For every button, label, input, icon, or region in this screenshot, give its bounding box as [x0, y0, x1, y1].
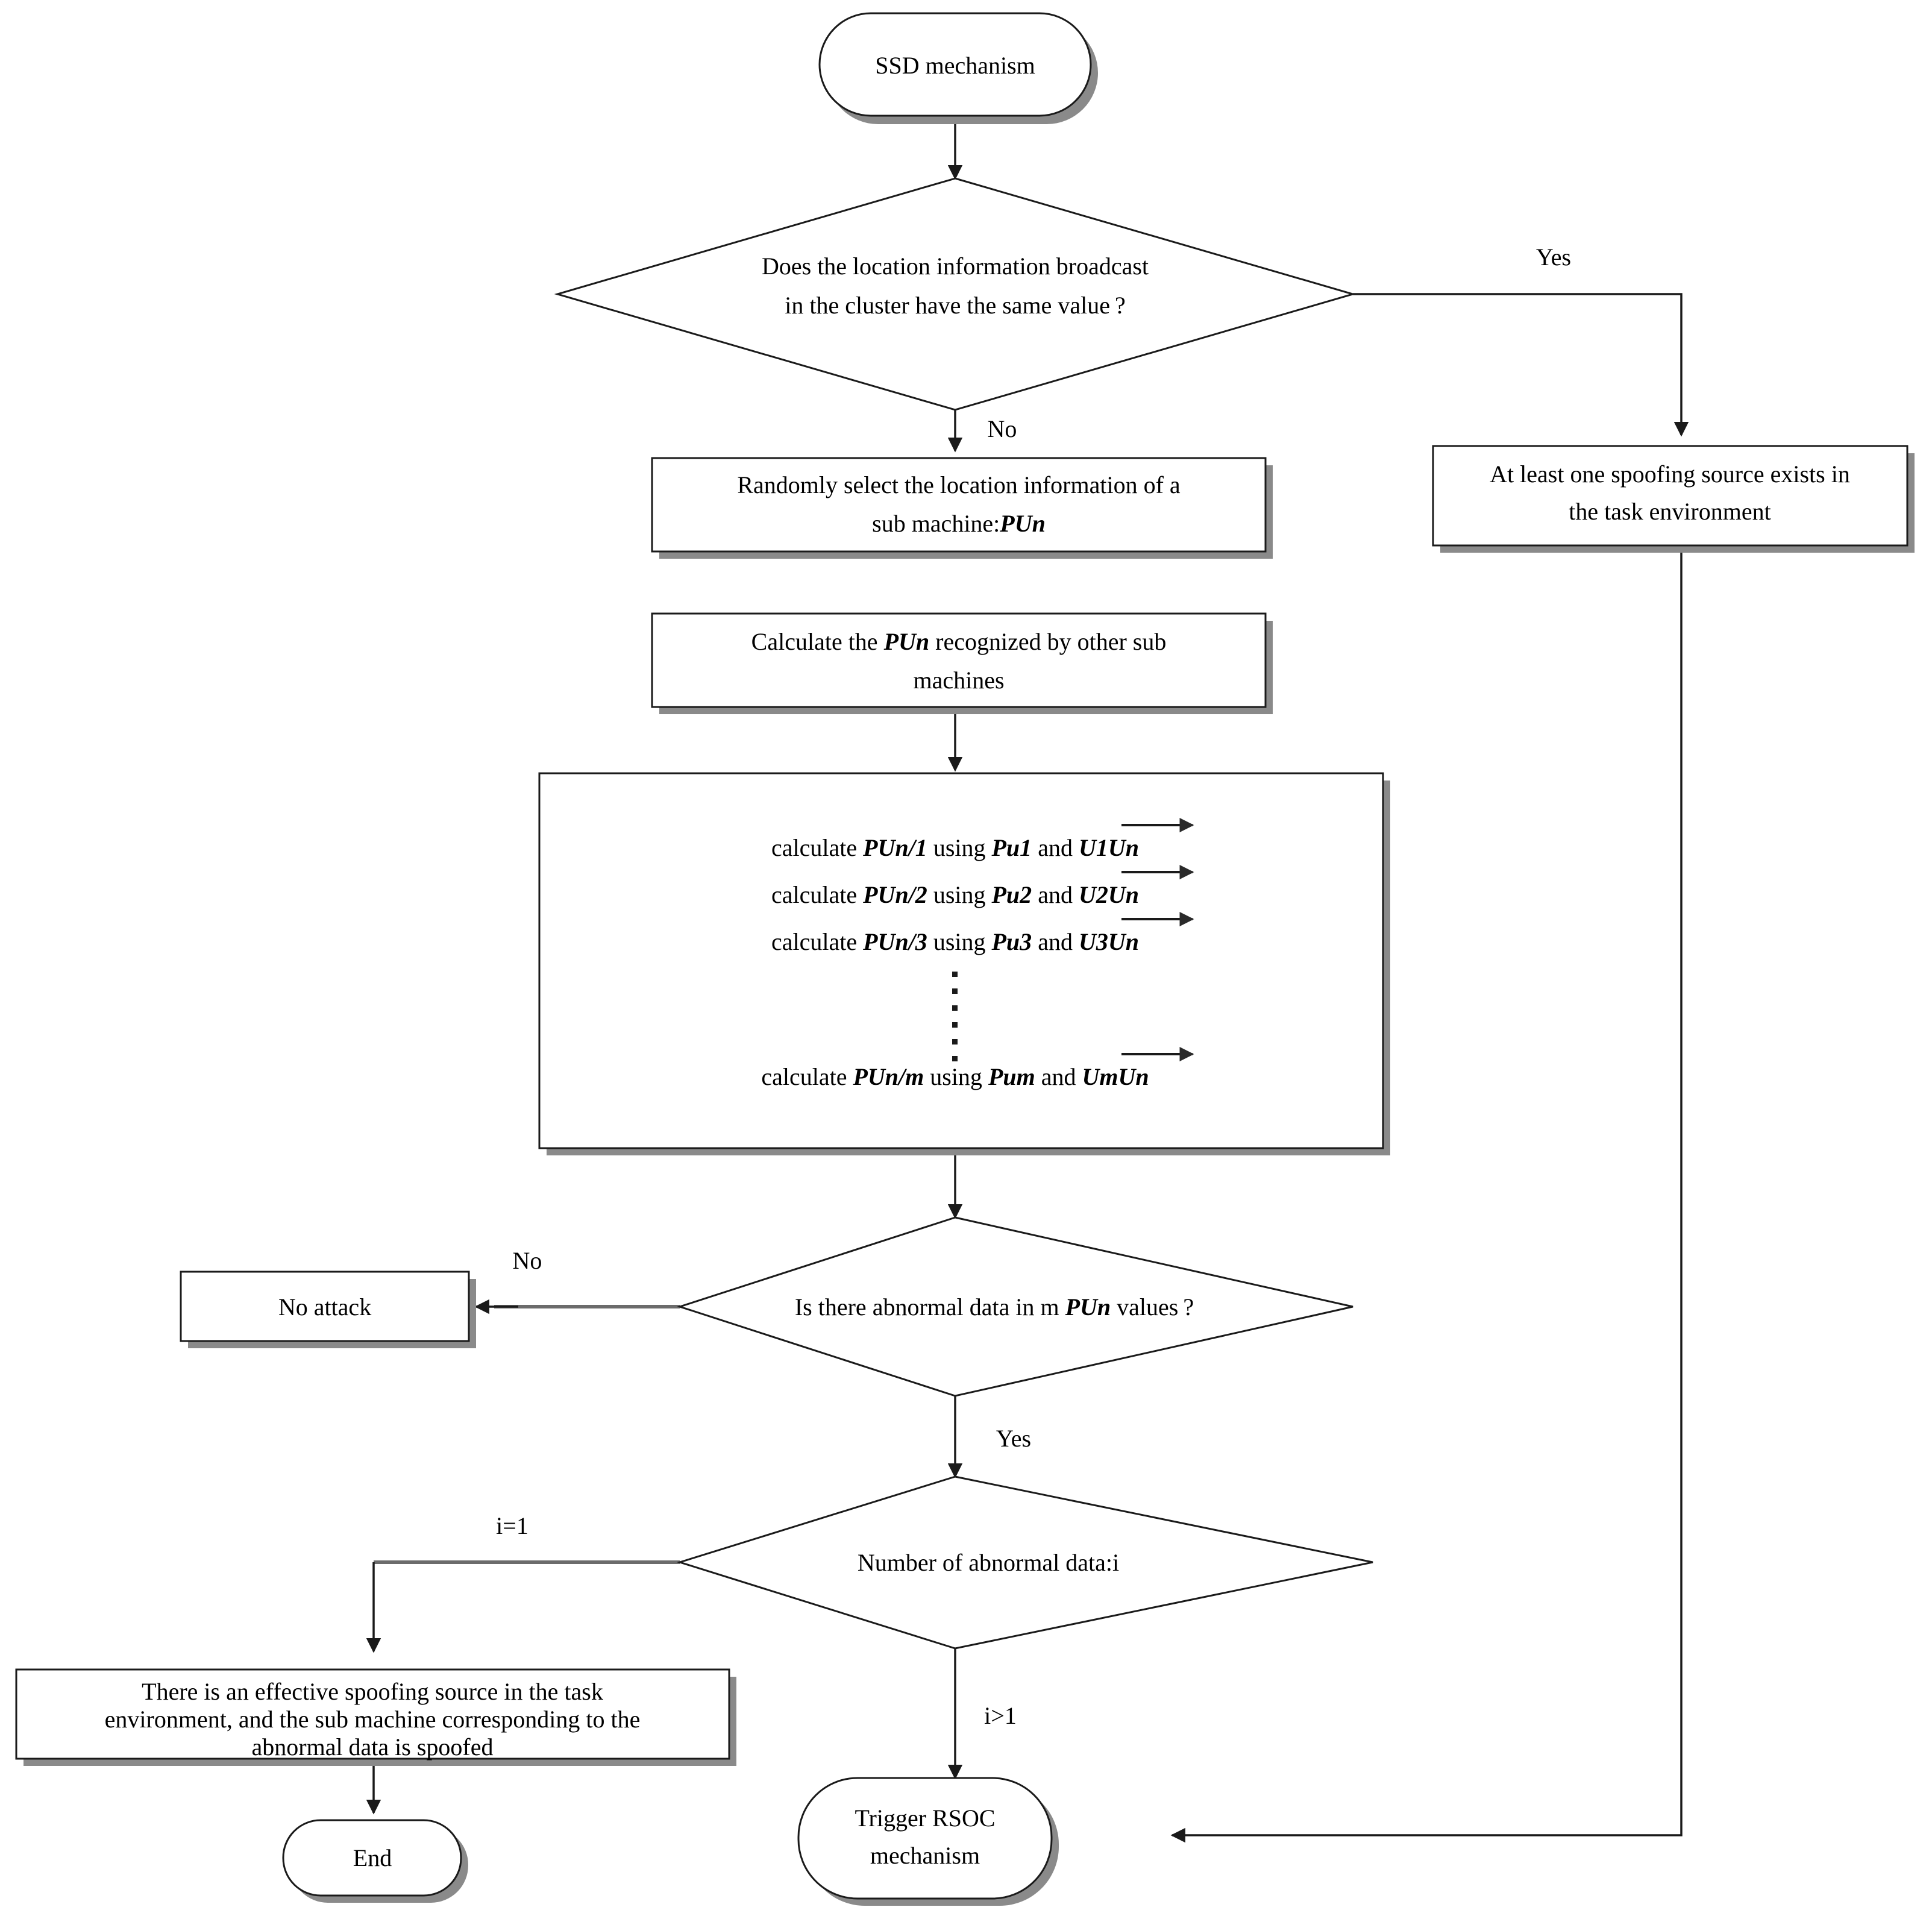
calc-row-m: calculate PUn/m using Pum and UmUn: [761, 1063, 1149, 1090]
edge-spoofsource-to-rsoc: [1170, 545, 1683, 1843]
edge-label-yes-down: Yes: [996, 1425, 1031, 1452]
calc-recognized-line1: Calculate the PUn recognized by other su…: [751, 628, 1167, 655]
node-no-attack[interactable]: No attack: [180, 1271, 476, 1348]
node-decision-count[interactable]: Number of abnormal data:i: [676, 1475, 1373, 1650]
edge-label-no-left: No: [513, 1247, 542, 1274]
node-calc-block[interactable]: calculate PUn/1 using Pu1 and U1Un calcu…: [538, 772, 1390, 1155]
effective-spoof-line2: environment, and the sub machine corresp…: [105, 1706, 641, 1733]
decision1-line2: in the cluster have the same value ?: [785, 292, 1126, 319]
trigger-rsoc-line2: mechanism: [870, 1842, 980, 1869]
random-select-line1: Randomly select the location information…: [737, 471, 1181, 498]
calc-row-3-source: Pu3: [991, 928, 1032, 955]
vertical-ellipsis-icon: [952, 972, 958, 1061]
decision2-label: Is there abnormal data in m PUn values ?: [795, 1293, 1194, 1321]
edge-label-no-down: No: [988, 415, 1017, 442]
calc-row-m-vector: UmUn: [1082, 1063, 1149, 1090]
node-spoof-source-exists[interactable]: At least one spoofing source exists in t…: [1432, 445, 1915, 553]
calc-row-m-target: PUn/m: [852, 1063, 924, 1090]
calc-row-1: calculate PUn/1 using Pu1 and U1Un: [771, 834, 1139, 861]
calc-row-1-and: and: [1032, 834, 1079, 861]
effective-spoof-line1: There is an effective spoofing source in…: [142, 1678, 603, 1705]
calc-row-3: calculate PUn/3 using Pu3 and U3Un: [771, 928, 1139, 955]
spoof-source-line2: the task environment: [1569, 498, 1770, 525]
node-trigger-rsoc[interactable]: Trigger RSOC mechanism: [797, 1777, 1059, 1906]
edge-label-i-greater-1: i>1: [984, 1702, 1017, 1729]
calc-row-3-and: and: [1032, 928, 1079, 955]
calc-row-1-mid: using: [927, 834, 992, 861]
end-label: End: [353, 1844, 392, 1871]
calc-recognized-line2: machines: [913, 667, 1004, 694]
calc-row-3-mid: using: [927, 928, 992, 955]
calc-row-2-source: Pu2: [991, 881, 1032, 908]
random-select-line2-prefix: sub machine:: [872, 510, 1000, 537]
node-random-select[interactable]: Randomly select the location information…: [651, 457, 1273, 559]
calc-row-2-prefix: calculate: [771, 881, 863, 908]
calc-row-2-and: and: [1032, 881, 1079, 908]
trigger-rsoc-line1: Trigger RSOC: [855, 1805, 995, 1832]
random-select-line2-var: PUn: [999, 510, 1046, 537]
decision2-var: PUn: [1065, 1293, 1111, 1321]
node-decision-same-value[interactable]: Does the location information broadcast …: [554, 177, 1356, 411]
calc-rec-suffix: recognized by other sub: [929, 628, 1166, 655]
no-attack-label: No attack: [278, 1293, 371, 1321]
calc-row-m-source: Pum: [988, 1063, 1035, 1090]
decision2-suffix: values ?: [1111, 1293, 1194, 1321]
calc-row-3-prefix: calculate: [771, 928, 863, 955]
calc-row-m-prefix: calculate: [761, 1063, 853, 1090]
decision1-line1: Does the location information broadcast: [762, 253, 1149, 280]
node-calc-recognized[interactable]: Calculate the PUn recognized by other su…: [651, 612, 1273, 714]
calc-rec-prefix: Calculate the: [751, 628, 884, 655]
calc-rec-var: PUn: [883, 628, 930, 655]
edge-decision1-yes: [1353, 293, 1689, 437]
start-label: SSD mechanism: [875, 52, 1035, 79]
calc-row-2: calculate PUn/2 using Pu2 and U2Un: [771, 881, 1139, 908]
node-start[interactable]: SSD mechanism: [818, 12, 1098, 124]
node-effective-spoof[interactable]: There is an effective spoofing source in…: [15, 1668, 736, 1766]
calc-row-m-mid: using: [924, 1063, 988, 1090]
calc-row-3-target: PUn/3: [862, 928, 927, 955]
calc-row-2-mid: using: [927, 881, 992, 908]
calc-row-m-and: and: [1035, 1063, 1082, 1090]
calc-row-2-vector: U2Un: [1079, 881, 1139, 908]
calc-row-1-target: PUn/1: [862, 834, 927, 861]
decision3-label: Number of abnormal data:i: [858, 1549, 1119, 1576]
random-select-line2: sub machine:PUn: [872, 510, 1046, 537]
node-decision-abnormal[interactable]: Is there abnormal data in m PUn values ?: [677, 1216, 1353, 1397]
calc-row-1-prefix: calculate: [771, 834, 863, 861]
calc-row-2-target: PUn/2: [862, 881, 927, 908]
effective-spoof-line3: abnormal data is spoofed: [252, 1733, 494, 1761]
calc-row-3-vector: U3Un: [1079, 928, 1139, 955]
edge-label-i-equals-1: i=1: [496, 1512, 528, 1539]
decision2-prefix: Is there abnormal data in m: [795, 1293, 1065, 1321]
node-end[interactable]: End: [282, 1819, 468, 1903]
calc-row-1-vector: U1Un: [1079, 834, 1139, 861]
calc-row-1-source: Pu1: [991, 834, 1032, 861]
edge-label-yes-top: Yes: [1536, 243, 1571, 271]
spoof-source-line1: At least one spoofing source exists in: [1490, 460, 1850, 488]
